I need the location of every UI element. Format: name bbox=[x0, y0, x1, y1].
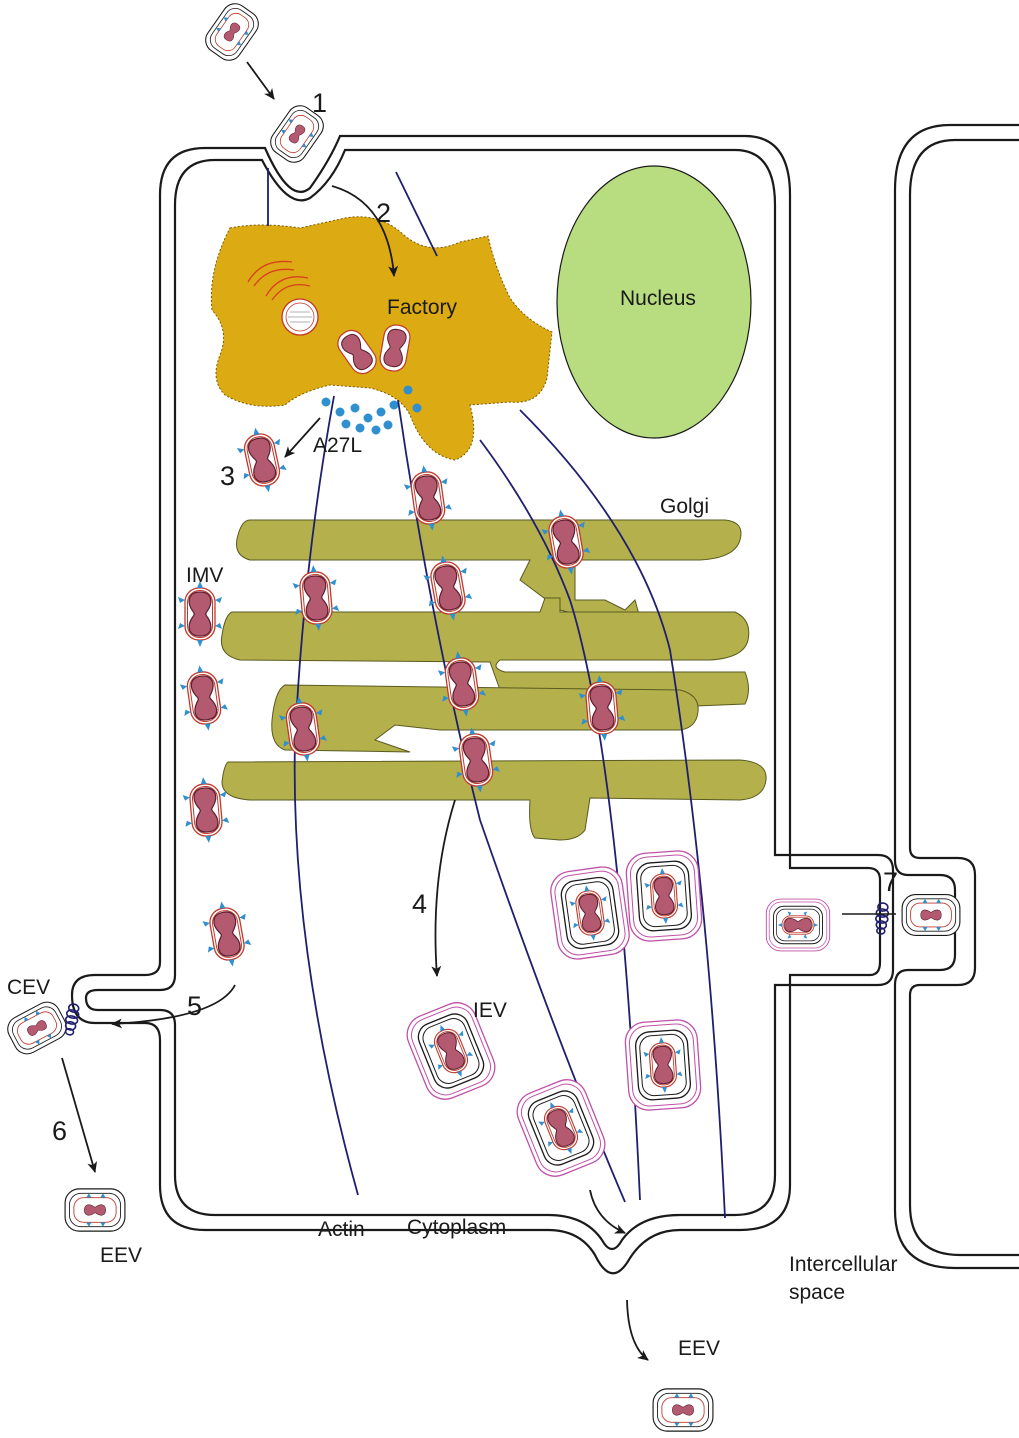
step-7: 7 bbox=[883, 867, 898, 897]
label-actin: Actin bbox=[318, 1218, 365, 1241]
label-golgi: Golgi bbox=[660, 495, 709, 518]
label-eev-bottom: EEV bbox=[678, 1337, 720, 1360]
label-eev-left: EEV bbox=[100, 1244, 142, 1267]
cell-to-cell-virion-left bbox=[766, 899, 829, 951]
incoming-virion bbox=[201, 0, 264, 65]
eev-virion-bottom bbox=[653, 1389, 713, 1431]
step-1: 1 bbox=[312, 88, 327, 118]
step-4: 4 bbox=[412, 889, 427, 919]
cell-to-cell-virion-right bbox=[902, 895, 960, 936]
neighbour-cell-membrane bbox=[893, 123, 1019, 1270]
label-space: space bbox=[789, 1281, 845, 1304]
nucleus bbox=[556, 165, 752, 439]
label-cytoplasm: Cytoplasm bbox=[407, 1216, 506, 1239]
step-2: 2 bbox=[376, 198, 391, 228]
golgi-apparatus bbox=[220, 519, 767, 841]
pathway-arrows bbox=[61, 61, 649, 1361]
spread-actin-tail bbox=[873, 901, 890, 936]
label-intercellular: Intercellular bbox=[789, 1253, 898, 1276]
label-iev: IEV bbox=[473, 999, 507, 1022]
step-3: 3 bbox=[220, 461, 235, 491]
cev-virion bbox=[3, 998, 71, 1059]
label-factory: Factory bbox=[387, 296, 458, 319]
crescents bbox=[247, 260, 311, 301]
label-imv: IMV bbox=[186, 564, 223, 587]
immature-virion bbox=[281, 298, 319, 336]
eev-virion-left bbox=[65, 1189, 125, 1231]
virus-factory bbox=[210, 216, 553, 461]
label-nucleus: Nucleus bbox=[620, 287, 696, 310]
cev-actin-tail bbox=[62, 1002, 82, 1037]
step-6: 6 bbox=[52, 1116, 67, 1146]
a27l-protein-dots bbox=[321, 385, 422, 435]
main-cell-membrane bbox=[70, 134, 895, 1275]
label-cev: CEV bbox=[7, 976, 50, 999]
step-5: 5 bbox=[187, 991, 202, 1021]
iev-particles bbox=[401, 850, 703, 1183]
label-a27l: A27L bbox=[313, 434, 362, 457]
